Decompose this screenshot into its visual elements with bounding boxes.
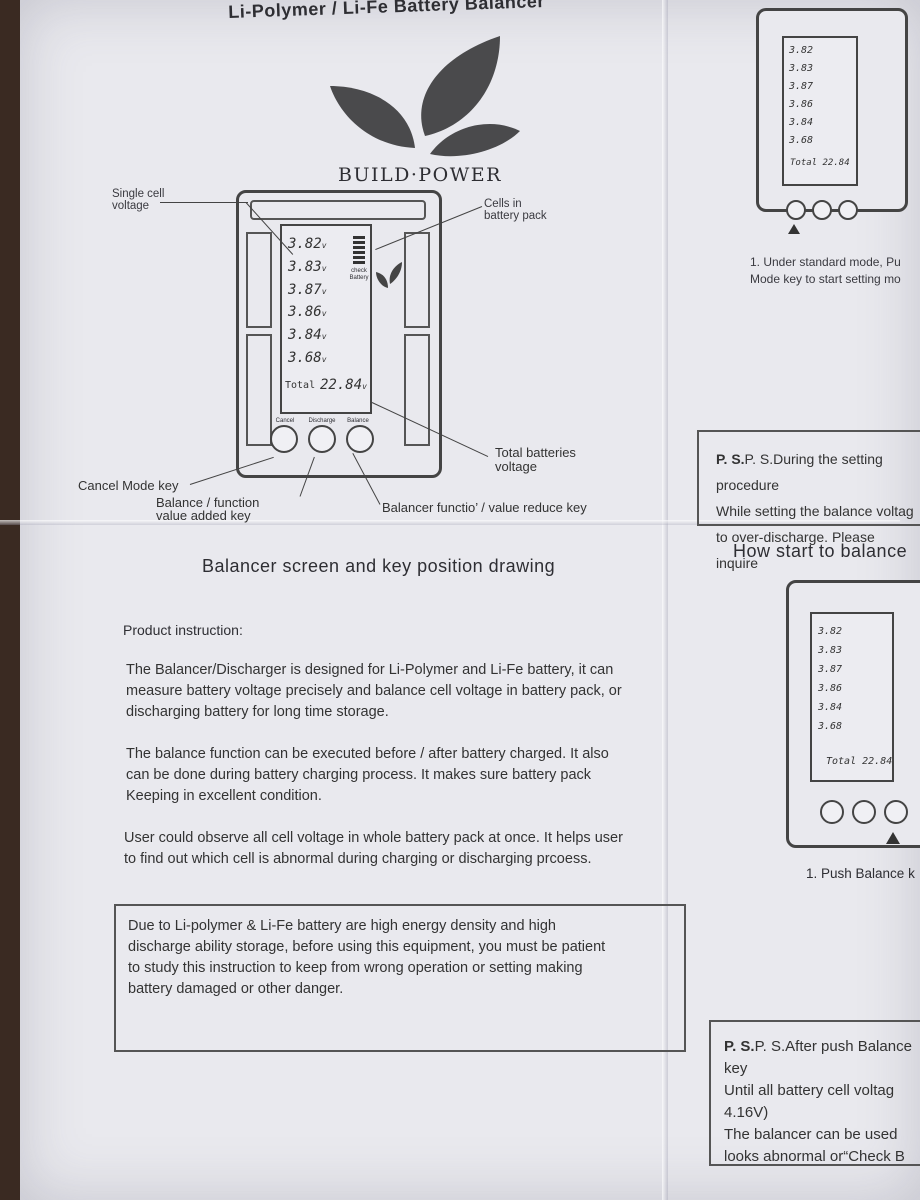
step-push-balance-text: 1. Push Balance k <box>806 866 915 881</box>
cancel-button-small-1[interactable] <box>786 200 806 220</box>
balance-button-small-2[interactable] <box>884 800 908 824</box>
cell-voltage-4: 3.86v <box>288 304 327 321</box>
device-left-slot-bottom <box>246 334 272 446</box>
cancel-button-small-2[interactable] <box>820 800 844 824</box>
instruction-paragraph-2: The balance function can be executed bef… <box>126 746 609 804</box>
total-voltage: 22.84v <box>320 377 367 393</box>
balance-key-label: Balance <box>347 418 369 424</box>
balancer-reduce-key-label: Balancer functio’ / value reduce key <box>382 500 587 515</box>
ps-text-1: P. S.P. S.During the setting procedure W… <box>716 451 914 571</box>
cell-voltage-3: 3.87v <box>288 281 327 298</box>
discharge-button-small-1[interactable] <box>812 200 832 220</box>
cancel-mode-key-label: Cancel Mode key <box>78 478 179 493</box>
cell-voltage-6: 3.68v <box>288 349 327 366</box>
how-start-heading: How start to balance <box>733 541 908 561</box>
paper-fold-horizontal <box>0 520 900 525</box>
leaf-logo-icon <box>330 36 520 157</box>
ps-box-1 <box>697 430 920 526</box>
arrow-up-icon <box>788 224 800 234</box>
device-left-slot-top <box>246 232 272 328</box>
cell-voltage-1: 3.82v <box>288 236 327 252</box>
arrow-up-icon <box>886 832 900 844</box>
warning-text: Due to Li-polymer & Li-Fe battery are hi… <box>128 918 606 997</box>
brand-name: BUILD·POWER <box>338 164 502 186</box>
device-right-slot-top <box>404 232 430 328</box>
balance-button-small-1[interactable] <box>838 200 858 220</box>
cell-voltage-2: 3.83v <box>288 258 327 275</box>
cell-voltage-list: 3.82v 3.83v 3.87v 3.86v 3.84v 3.68v <box>288 234 327 371</box>
warning-box <box>114 904 686 1052</box>
device-right-slot-bottom <box>404 334 430 446</box>
ps-box-2 <box>709 1020 920 1166</box>
ps-text-2: P. S.P. S.After push Balance key Until a… <box>724 1038 912 1165</box>
discharge-button[interactable] <box>308 425 336 453</box>
total-voltage-small-2: Total 22.84 <box>826 756 893 767</box>
discharge-key-label: Discharge <box>308 418 336 424</box>
instruction-paragraph-1: The Balancer/Discharger is designed for … <box>126 662 622 720</box>
total-label: Total <box>285 380 316 391</box>
cell-voltage-5: 3.84v <box>288 327 327 344</box>
lcd-screen-small-2 <box>810 612 894 782</box>
instruction-paragraph-3: User could observe all cell voltage in w… <box>124 830 623 867</box>
total-voltage-small-1: Total 22.84 <box>790 158 850 168</box>
paper-fold-vertical <box>662 0 668 1200</box>
small-leaf-logo-icon <box>376 262 402 288</box>
discharge-button-small-2[interactable] <box>852 800 876 824</box>
cancel-key-label: Cancel <box>275 418 295 424</box>
leader-line <box>160 202 248 203</box>
drawing-caption: Balancer screen and key position drawing <box>202 556 556 576</box>
battery-cells-indicator-icon <box>353 236 365 266</box>
product-instruction-heading: Product instruction: <box>123 622 243 638</box>
balance-button[interactable] <box>346 425 374 453</box>
cancel-button[interactable] <box>270 425 298 453</box>
device-top-rail <box>250 200 426 220</box>
lcd-screen-small-1 <box>782 36 858 186</box>
